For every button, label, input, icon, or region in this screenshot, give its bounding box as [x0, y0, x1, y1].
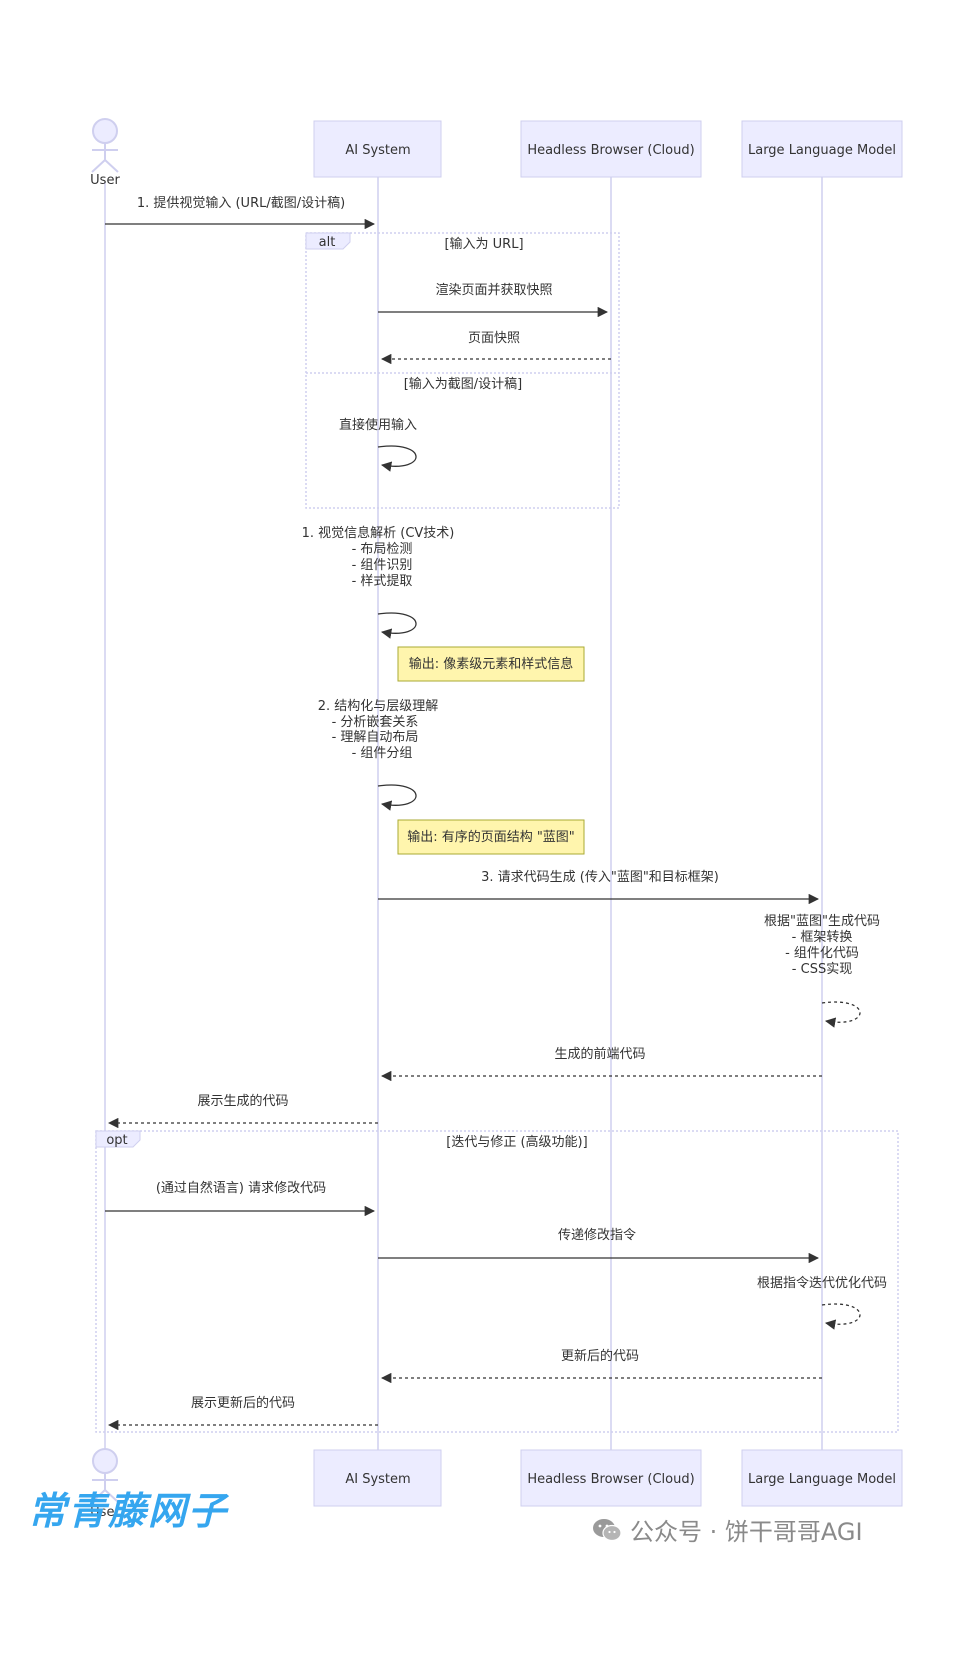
actor-ai-top: AI System	[313, 120, 442, 178]
self-message-line: - 理解自动布局	[332, 730, 419, 745]
message-label: 页面快照	[468, 331, 520, 346]
message-label: (通过自然语言) 请求修改代码	[156, 1180, 326, 1196]
alt-frame: alt [输入为 URL] [输入为截图/设计稿]	[305, 232, 620, 509]
opt-frame: opt [迭代与修正 (高级功能)]	[95, 1130, 899, 1433]
actor-label: User	[90, 173, 120, 188]
frame-title: [输入为 URL]	[444, 236, 523, 252]
message-label: 生成的前端代码	[554, 1046, 645, 1062]
self-message-line: - CSS实现	[792, 962, 852, 977]
frame-tag-label: alt	[319, 235, 336, 250]
self-message-block: 1. 视觉信息解析 (CV技术) - 布局检测 - 组件识别 - 样式提取	[302, 525, 455, 589]
actor-label: Large Language Model	[748, 1472, 896, 1487]
actor-label: AI System	[345, 143, 410, 158]
actor-llm-top: Large Language Model	[741, 120, 903, 178]
actor-browser-top: Headless Browser (Cloud)	[520, 120, 702, 178]
actor-browser-bottom: Headless Browser (Cloud)	[520, 1449, 702, 1507]
self-message-line: - 组件化代码	[785, 946, 859, 961]
bottom-actors: User AI System Headless Browser (Cloud) …	[90, 1448, 903, 1520]
wechat-icon	[593, 1518, 622, 1541]
message-label: 传递修改指令	[558, 1228, 636, 1243]
actor-label: Large Language Model	[748, 143, 896, 158]
self-message-line: 2. 结构化与层级理解	[318, 699, 439, 714]
note-text: 输出: 有序的页面结构 "蓝图"	[407, 829, 575, 845]
frame-title: [迭代与修正 (高级功能)]	[446, 1134, 587, 1150]
brand-watermark: 常青藤网子	[28, 1489, 229, 1533]
self-message-line: 根据"蓝图"生成代码	[764, 914, 880, 929]
actor-llm-bottom: Large Language Model	[741, 1449, 903, 1507]
self-message-loop	[377, 445, 417, 472]
actor-label: User	[90, 1505, 120, 1520]
note-pixel-output: 输出: 像素级元素和样式信息	[397, 646, 585, 682]
message-label: 展示生成的代码	[197, 1093, 288, 1109]
note-text: 输出: 像素级元素和样式信息	[409, 656, 574, 672]
self-message-loop	[821, 1303, 861, 1330]
message-label: 1. 提供视觉输入 (URL/截图/设计稿)	[137, 195, 345, 211]
self-message-block: 根据"蓝图"生成代码 - 框架转换 - 组件化代码 - CSS实现	[764, 914, 880, 977]
note-blueprint-output: 输出: 有序的页面结构 "蓝图"	[397, 819, 585, 855]
self-message-line: - 样式提取	[352, 573, 413, 589]
self-message-line: - 分析嵌套关系	[332, 714, 419, 730]
account-name: 公众号 · 饼干哥哥AGI	[630, 1518, 863, 1546]
self-message-loop	[377, 612, 417, 639]
actor-label: AI System	[345, 1472, 410, 1487]
message-label: 更新后的代码	[561, 1348, 639, 1364]
self-message-loop	[821, 1001, 861, 1028]
self-message-block: 2. 结构化与层级理解 - 分析嵌套关系 - 理解自动布局 - 组件分组	[318, 699, 439, 761]
frame-tag-label: opt	[106, 1133, 127, 1148]
self-message-loop	[377, 784, 417, 811]
actor-user-top: User	[90, 118, 120, 188]
actor-label: Headless Browser (Cloud)	[527, 143, 694, 158]
self-message-label: 直接使用输入	[339, 417, 417, 433]
self-message-line: - 组件识别	[352, 558, 413, 573]
message-label: 展示更新后的代码	[191, 1395, 295, 1411]
sequence-diagram: User AI System Headless Browser (Cloud) …	[90, 118, 903, 1470]
actor-label: Headless Browser (Cloud)	[527, 1472, 694, 1487]
self-message-line: 1. 视觉信息解析 (CV技术)	[302, 525, 455, 541]
self-message-label: 根据指令迭代优化代码	[757, 1276, 887, 1291]
actor-user-bottom-figure: User	[90, 1448, 120, 1520]
self-message-line: - 框架转换	[792, 930, 853, 945]
account-watermark: 公众号 · 饼干哥哥AGI	[592, 1512, 863, 1547]
self-message-line: - 布局检测	[352, 542, 413, 557]
message-label: 3. 请求代码生成 (传入"蓝图"和目标框架)	[481, 870, 719, 885]
self-message-line: - 组件分组	[352, 746, 413, 761]
frame-else-title: [输入为截图/设计稿]	[404, 376, 523, 392]
message-label: 渲染页面并获取快照	[435, 283, 552, 298]
actor-ai-bottom: AI System	[313, 1449, 442, 1507]
